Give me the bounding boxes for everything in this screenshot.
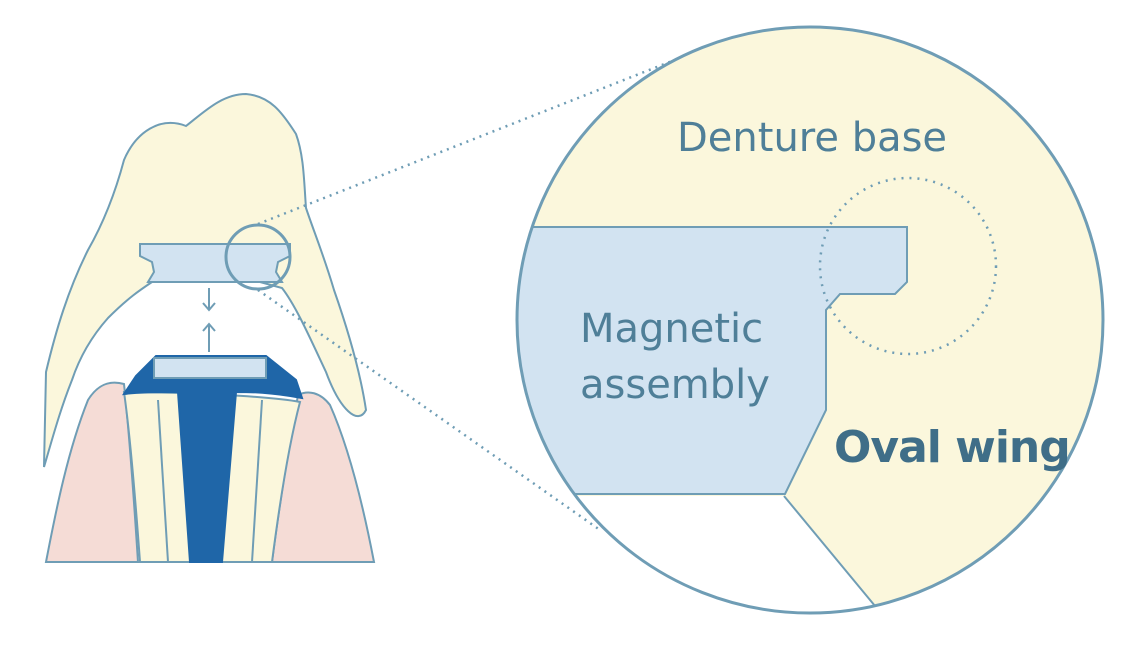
overview-illustration [43, 48, 701, 563]
magnetic-keeper [121, 355, 304, 563]
zoom-circle: Denture base Magnetic assembly Oval wing [515, 25, 1105, 615]
magnetic-assembly-zoom [517, 226, 908, 495]
gum-left [44, 381, 140, 563]
oval-wing-highlight [818, 176, 998, 356]
zoom-circle-outline [515, 25, 1105, 615]
magnify-highlight-small [224, 223, 292, 291]
attraction-arrows [202, 288, 216, 352]
label-assembly: assembly [580, 362, 770, 408]
label-denture-base: Denture base [677, 115, 947, 161]
magnet-in-denture [139, 243, 291, 283]
label-oval-wing: Oval wing [834, 422, 1070, 473]
keeper-plate [153, 357, 267, 379]
label-magnetic: Magnetic [580, 306, 763, 352]
